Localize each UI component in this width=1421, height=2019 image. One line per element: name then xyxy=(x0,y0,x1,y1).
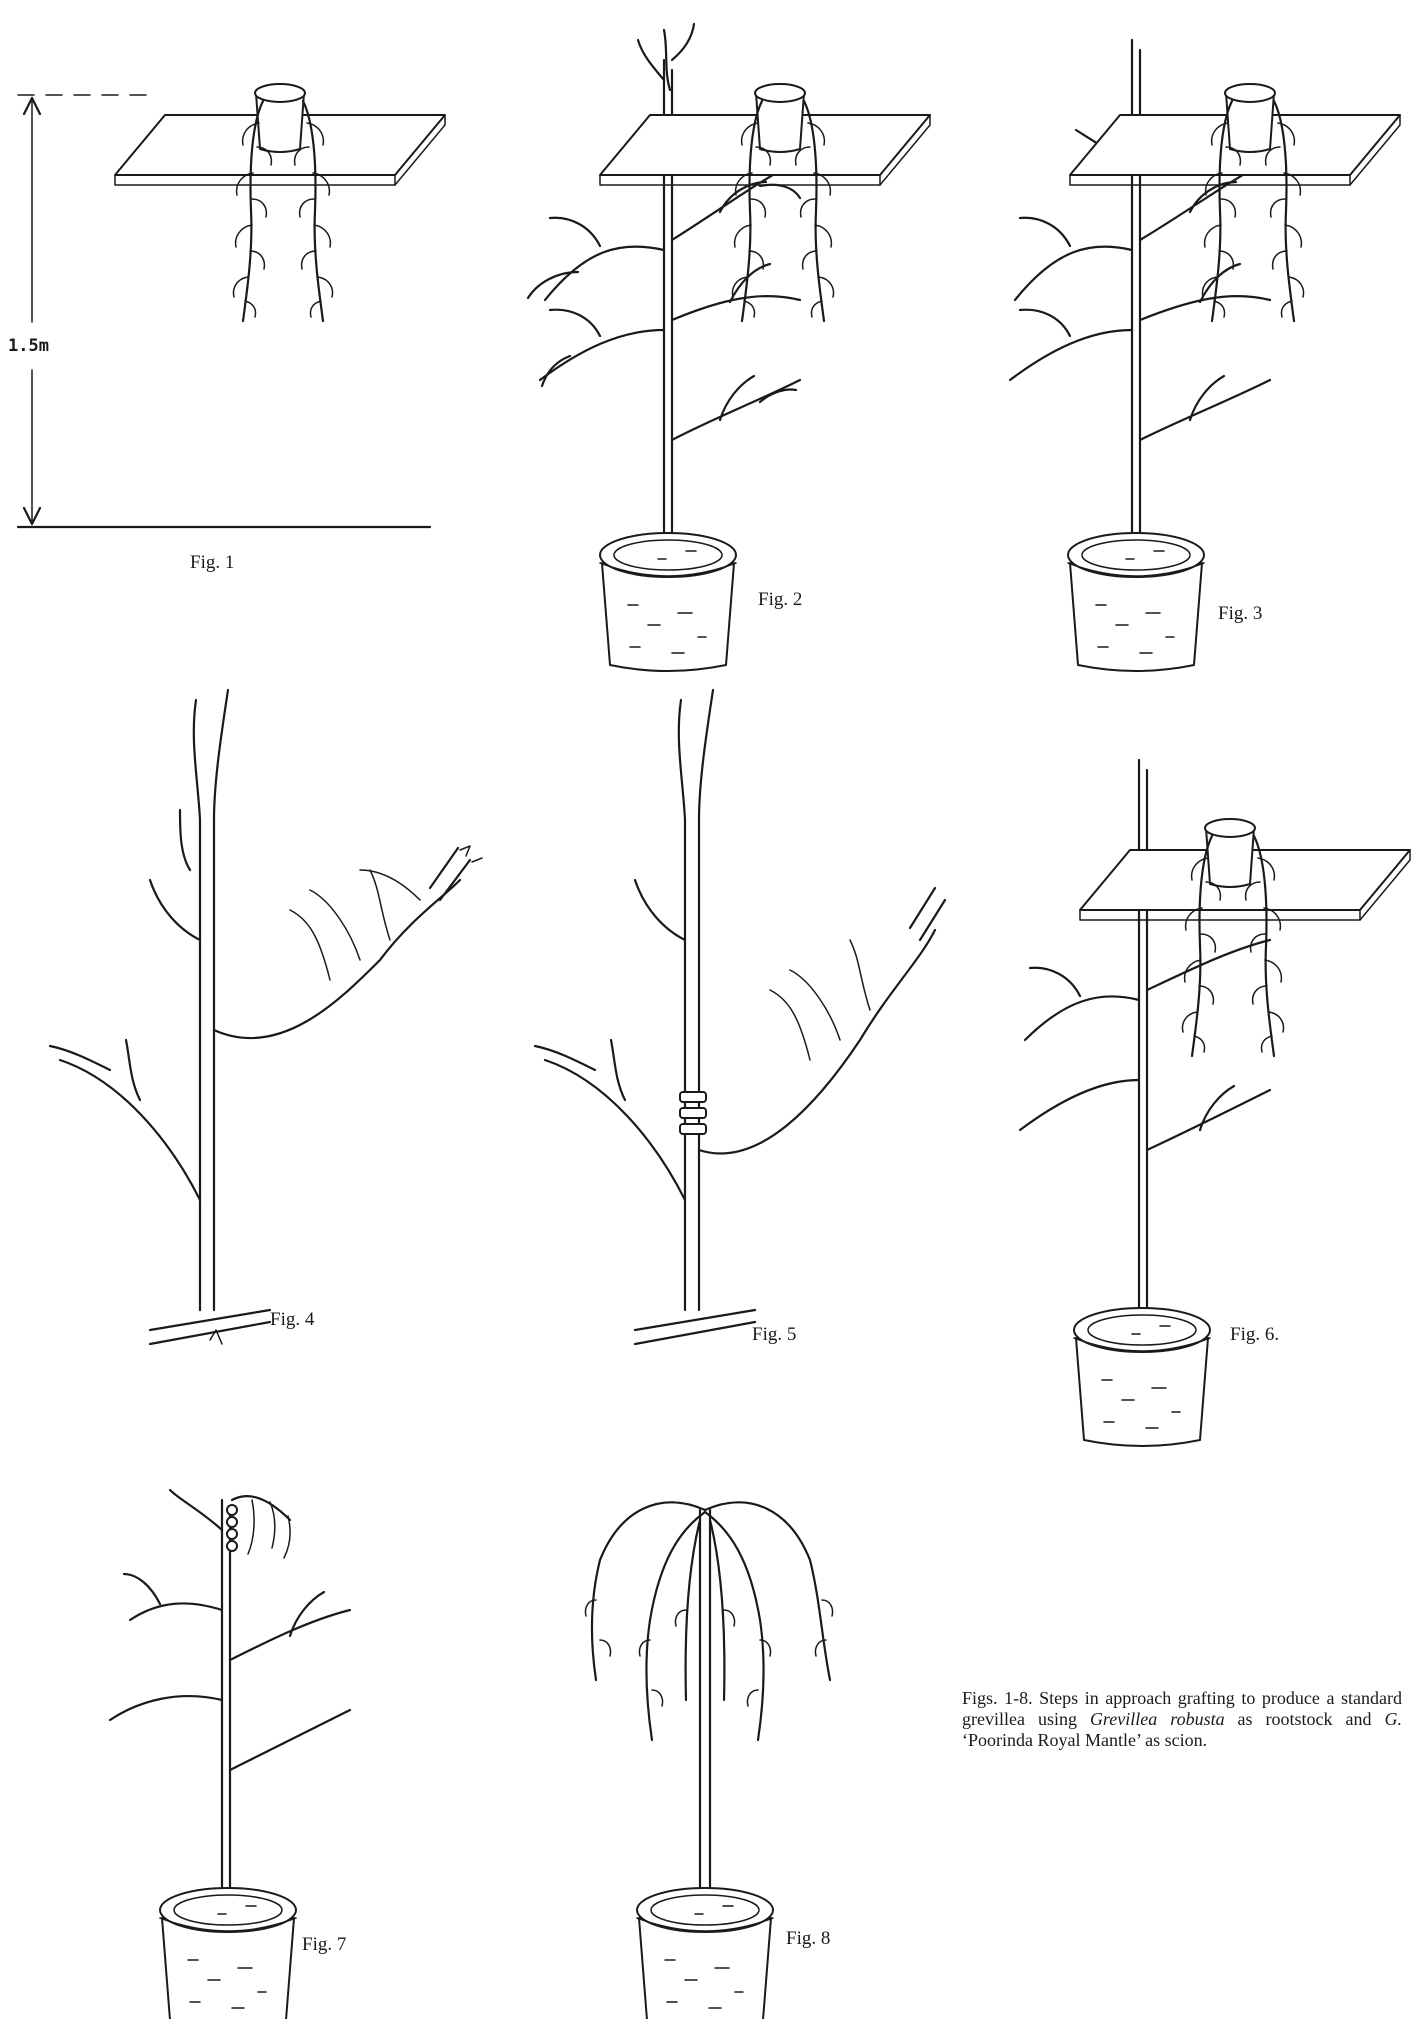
figure-5: Fig. 5 xyxy=(535,690,945,1345)
figure-4: Fig. 4 xyxy=(50,690,482,1344)
fig-5-label: Fig. 5 xyxy=(752,1324,796,1345)
shelf-with-scion xyxy=(1070,84,1400,321)
graft-tie xyxy=(227,1505,237,1551)
shelf-with-scion xyxy=(115,84,445,321)
caption-rootstock-species: Grevillea robusta xyxy=(1090,1709,1225,1729)
fig-3-label: Fig. 3 xyxy=(1218,603,1262,624)
fig-8-label: Fig. 8 xyxy=(786,1928,830,1949)
caption-scion-species: G. xyxy=(1384,1709,1402,1729)
figure-1: 1.5m Fig. 1 xyxy=(8,84,445,573)
figure-7: Fig. 7 xyxy=(110,1490,350,2019)
figure-caption: Figs. 1-8. Steps in approach grafting to… xyxy=(962,1688,1402,1751)
figure-3: Fig. 3 xyxy=(1010,40,1400,671)
figure-8: Fig. 8 xyxy=(585,1502,832,2019)
figure-2: Fig. 2 xyxy=(528,24,930,671)
fig-7-label: Fig. 7 xyxy=(302,1934,346,1955)
height-label: 1.5m xyxy=(8,336,49,356)
figure-6: Fig. 6. xyxy=(1020,760,1410,1446)
shelf-with-scion xyxy=(1080,819,1410,1056)
caption-mid: as rootstock and xyxy=(1225,1709,1385,1729)
shelf-with-scion xyxy=(600,84,930,321)
fig-4-label: Fig. 4 xyxy=(270,1309,315,1330)
caption-tail: ‘Poorinda Royal Mantle’ as scion. xyxy=(962,1730,1207,1750)
graft-tie xyxy=(680,1092,706,1134)
fig-1-label: Fig. 1 xyxy=(190,552,234,573)
fig-6-label: Fig. 6. xyxy=(1230,1324,1279,1345)
fig-2-label: Fig. 2 xyxy=(758,589,802,610)
